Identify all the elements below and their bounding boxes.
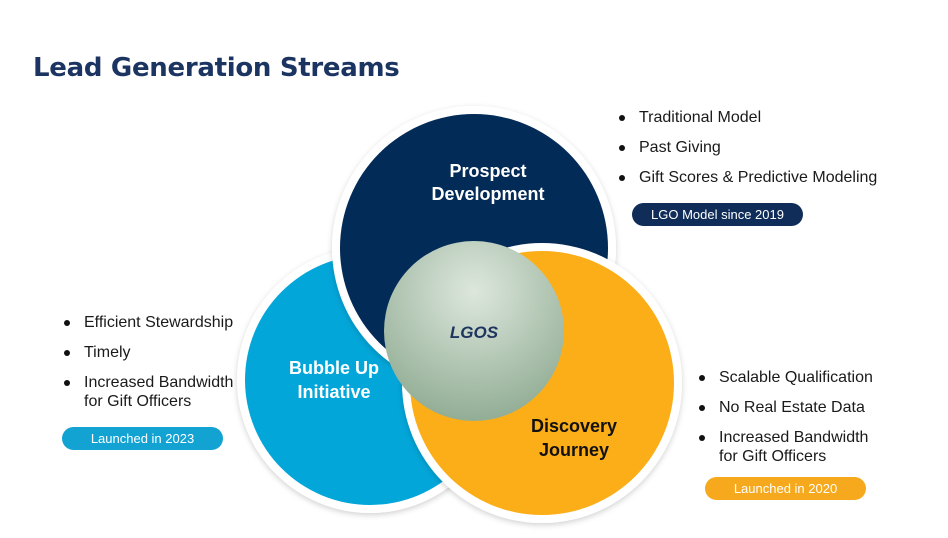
list-item: Scalable Qualification — [697, 368, 873, 387]
discovery-status-badge: Launched in 2020 — [705, 477, 866, 500]
page-title: Lead Generation Streams — [33, 53, 400, 83]
prospect-label-1: Prospect — [449, 161, 526, 181]
bubble-up-bullet-list: Efficient Stewardship Timely Increased B… — [62, 313, 233, 422]
lgos-circle — [384, 241, 564, 421]
list-item: Increased Bandwidth for Gift Officers — [62, 373, 233, 411]
discovery-label-1: Discovery — [531, 416, 617, 436]
list-item: Efficient Stewardship — [62, 313, 233, 332]
discovery-label-2: Journey — [539, 440, 609, 460]
bubble-up-label-1: Bubble Up — [289, 358, 379, 378]
list-item: Traditional Model — [617, 108, 877, 127]
prospect-status-badge: LGO Model since 2019 — [632, 203, 803, 226]
prospect-label-2: Development — [431, 184, 544, 204]
lgos-label: LGOS — [450, 323, 499, 342]
list-item: Gift Scores & Predictive Modeling — [617, 168, 877, 187]
list-item: Increased Bandwidth for Gift Officers — [697, 428, 873, 466]
prospect-bullet-list: Traditional Model Past Giving Gift Score… — [617, 108, 877, 198]
list-item: No Real Estate Data — [697, 398, 873, 417]
list-item: Past Giving — [617, 138, 877, 157]
bubble-up-label-2: Initiative — [297, 382, 370, 402]
discovery-bullet-list: Scalable Qualification No Real Estate Da… — [697, 368, 873, 477]
bubble-up-status-badge: Launched in 2023 — [62, 427, 223, 450]
list-item: Timely — [62, 343, 233, 362]
